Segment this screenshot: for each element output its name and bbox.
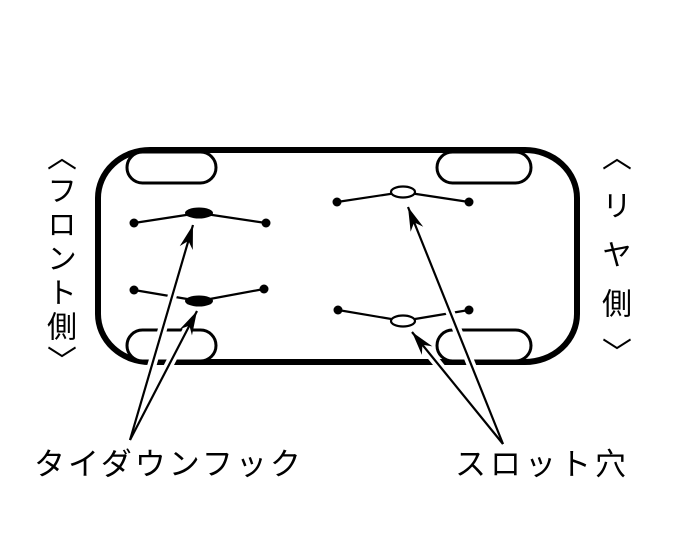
wheel-rear-lower [435,328,533,363]
front-side-label: 〈フロント側〉 [42,141,75,379]
wheel-front-upper [125,150,218,185]
slot-hole-label: スロット穴 [455,447,630,482]
tiedown-leader-arrows [128,224,198,441]
slot-hole-lower [333,305,474,328]
rear-side-label: 〈リヤ側〉 [597,141,630,386]
slot-hole-upper [332,185,474,207]
wheel-rear-upper [435,150,533,185]
tiedown-hook-upper [129,207,271,228]
tiedown-hook-lower [129,284,269,307]
car-body-outline [95,147,580,365]
slot-leader-arrows [406,206,505,445]
tiedown-hook-label: タイダウンフック [34,447,304,482]
